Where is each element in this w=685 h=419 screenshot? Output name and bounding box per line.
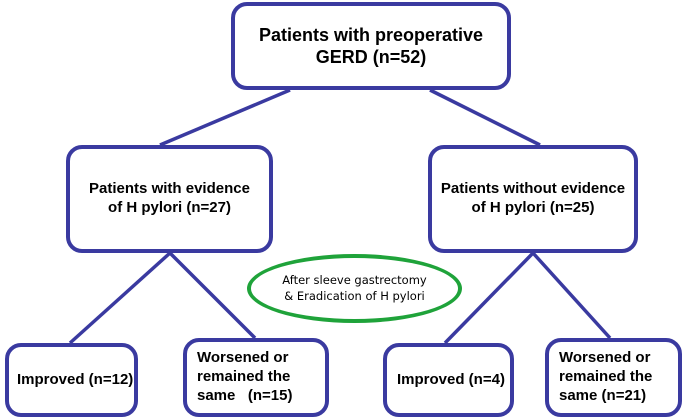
connector-with-to-improved <box>68 251 172 345</box>
root-node-box: Patients with preoperative GERD (n=52) <box>231 2 511 90</box>
connector-with-to-worsened <box>168 251 257 340</box>
root-node-line1: Patients with preoperative <box>258 24 484 45</box>
with-h-pylori-line1: Patients with evidence <box>89 180 250 198</box>
treatment-note-line1: After sleeve gastrectomy <box>282 272 427 287</box>
without-h-pylori-worsened-box: Worsened or remained the same (n=21) <box>545 338 682 417</box>
without-h-pylori-worsened-line2: remained the <box>559 368 653 386</box>
without-h-pylori-improved-box: Improved (n=4) <box>383 343 514 417</box>
without-h-pylori-worsened-line1: Worsened or <box>559 349 651 367</box>
without-h-pylori-line2: of H pylori (n=25) <box>471 199 595 216</box>
root-node-line2: GERD (n=52) <box>315 47 427 67</box>
connector-root-to-without <box>429 88 541 147</box>
without-h-pylori-box: Patients without evidence of H pylori (n… <box>428 145 638 253</box>
treatment-note-ellipse: After sleeve gastrectomy & Eradication o… <box>247 254 462 323</box>
with-h-pylori-improved-label: Improved (n=12) <box>17 370 134 388</box>
treatment-note-line2: & Eradication of H pylori <box>284 288 425 303</box>
connector-without-to-worsened <box>531 251 612 340</box>
without-h-pylori-improved-label: Improved (n=4) <box>397 370 505 388</box>
connector-without-to-improved <box>443 251 535 345</box>
with-h-pylori-box: Patients with evidence of H pylori (n=27… <box>66 145 273 253</box>
without-h-pylori-worsened-line3: same (n=21) <box>559 386 647 404</box>
without-h-pylori-line1: Patients without evidence <box>440 180 626 198</box>
connector-root-to-with <box>159 88 291 147</box>
with-h-pylori-worsened-line2: remained the <box>197 368 291 386</box>
with-h-pylori-worsened-box: Worsened or remained the same (n=15) <box>183 338 329 417</box>
with-h-pylori-worsened-line3: same (n=15) <box>197 386 293 404</box>
with-h-pylori-worsened-line1: Worsened or <box>197 349 289 367</box>
with-h-pylori-improved-box: Improved (n=12) <box>5 343 138 417</box>
with-h-pylori-line2: of H pylori (n=27) <box>108 199 231 216</box>
